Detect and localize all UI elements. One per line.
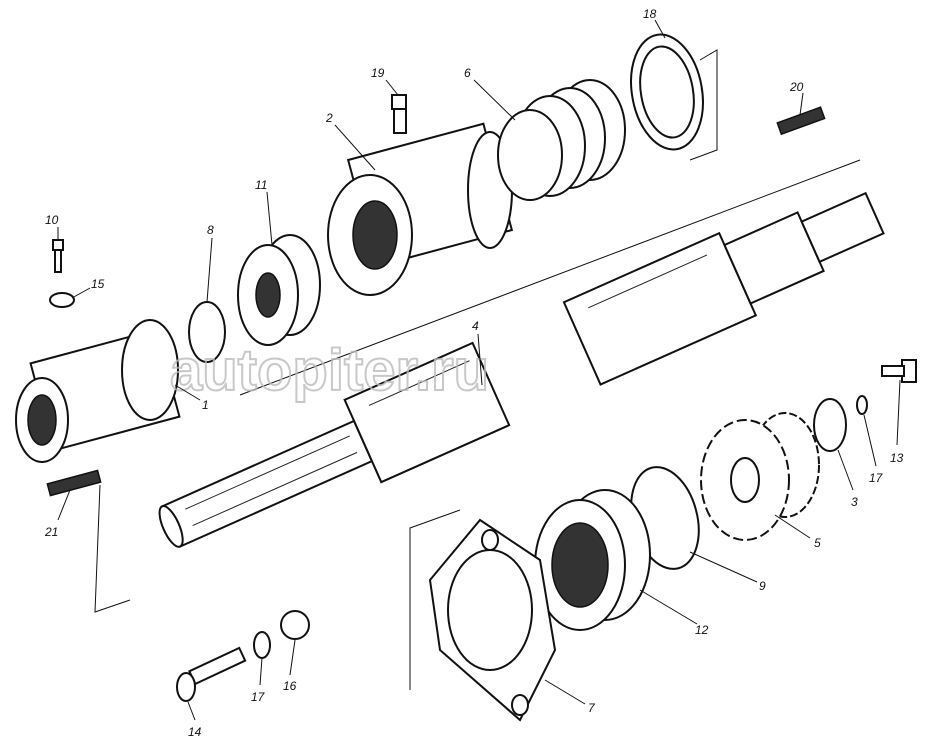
callout-15: 15 <box>91 277 105 291</box>
callout-7: 7 <box>588 701 596 715</box>
callout-21: 21 <box>44 525 58 539</box>
callout-9: 9 <box>759 579 766 593</box>
callout-17-right: 17 <box>869 471 884 485</box>
part-17-lockwasher <box>856 395 868 415</box>
watermark: autopiter.ru <box>170 338 489 403</box>
part-7-flange <box>428 518 557 722</box>
part-6-spring <box>497 79 626 201</box>
guide-line-left <box>94 484 131 613</box>
part-17-lockwasher-bottom <box>253 631 271 659</box>
callout-10: 10 <box>45 213 59 227</box>
part-5-gear <box>700 412 820 541</box>
part-11-bearing <box>237 234 321 346</box>
part-1-housing <box>15 319 181 463</box>
part-12-bearing <box>534 489 651 631</box>
part-15-nut <box>49 292 75 308</box>
part-2-housing <box>327 122 514 296</box>
callout-18: 18 <box>643 7 657 21</box>
part-18-washer-inner <box>639 45 695 139</box>
part-3-washer <box>813 398 847 452</box>
callout-3: 3 <box>851 495 858 509</box>
callout-11: 11 <box>255 178 267 192</box>
callout-6: 6 <box>464 66 471 80</box>
part-14-bolt <box>176 646 247 702</box>
callout-labels: 18 19 6 20 2 11 10 8 15 4 1 13 17 3 21 5… <box>44 7 904 739</box>
part-16-nut <box>280 610 310 640</box>
callout-20: 20 <box>789 80 804 94</box>
callout-2: 2 <box>325 111 333 125</box>
callout-1: 1 <box>202 398 209 412</box>
part-21-key <box>46 469 102 497</box>
callout-5: 5 <box>814 536 821 550</box>
main-shaft <box>158 191 885 548</box>
callout-16: 16 <box>283 679 297 693</box>
callout-8: 8 <box>207 223 214 237</box>
guide-line-axis <box>239 159 861 396</box>
callout-12: 12 <box>695 623 709 637</box>
part-10-bolt <box>52 239 64 273</box>
part-13-bolt <box>881 359 917 383</box>
callout-13: 13 <box>890 451 904 465</box>
callout-17-bottom: 17 <box>251 690 266 704</box>
guide-line-top <box>689 49 718 161</box>
guide-line-bottom <box>409 509 461 690</box>
leader-lines <box>57 19 901 721</box>
part-20-key <box>776 106 826 136</box>
callout-4: 4 <box>472 319 479 333</box>
callout-14: 14 <box>188 725 202 739</box>
callout-19: 19 <box>371 66 385 80</box>
part-19-fitting <box>391 94 407 134</box>
